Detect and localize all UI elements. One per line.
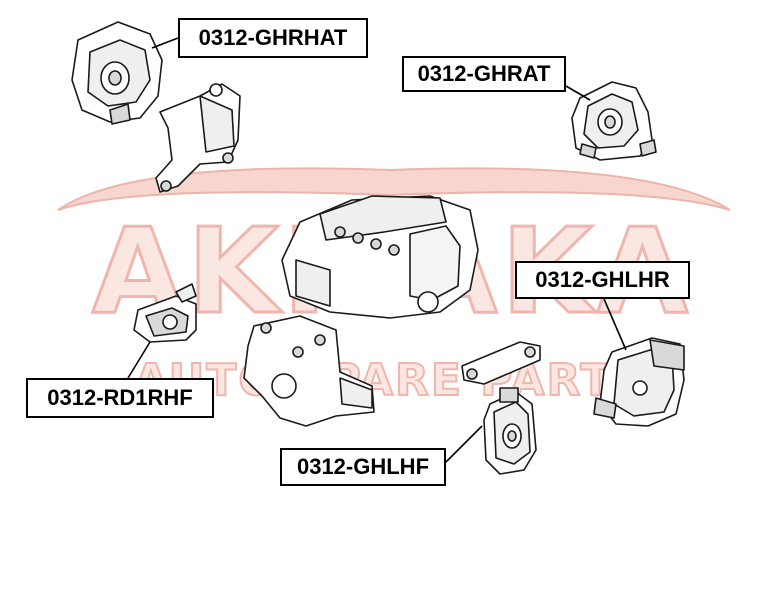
engine-block-drawing (281, 195, 479, 319)
part-ghrhat-drawing (71, 21, 241, 193)
watermark-swoosh (57, 167, 731, 211)
leader-ghlhf (445, 425, 483, 463)
label-0312-rd1rhf: 0312-RD1RHF (26, 378, 214, 418)
leader-ghrat (565, 85, 591, 101)
leader-rd1rhf (127, 341, 151, 379)
label-0312-ghlhf: 0312-GHLHF (280, 448, 446, 486)
torque-rod-drawing (461, 341, 541, 385)
part-rd1rhf-drawing (133, 283, 197, 343)
part-ghlhr-drawing (593, 337, 685, 427)
leader-ghrhat (151, 37, 179, 49)
part-ghrat-drawing (571, 81, 657, 161)
label-0312-ghrat: 0312-GHRAT (402, 56, 566, 92)
leader-ghlhr (603, 298, 627, 351)
leader-lines (127, 37, 627, 463)
label-0312-ghrhat: 0312-GHRHAT (178, 18, 368, 58)
part-ghlhf-drawing (483, 387, 537, 475)
center-bracket-drawing (243, 315, 375, 427)
label-0312-ghlhr: 0312-GHLHR (515, 261, 690, 299)
watermark-tagline-text: AUTO SPARE PARTS (134, 355, 646, 406)
